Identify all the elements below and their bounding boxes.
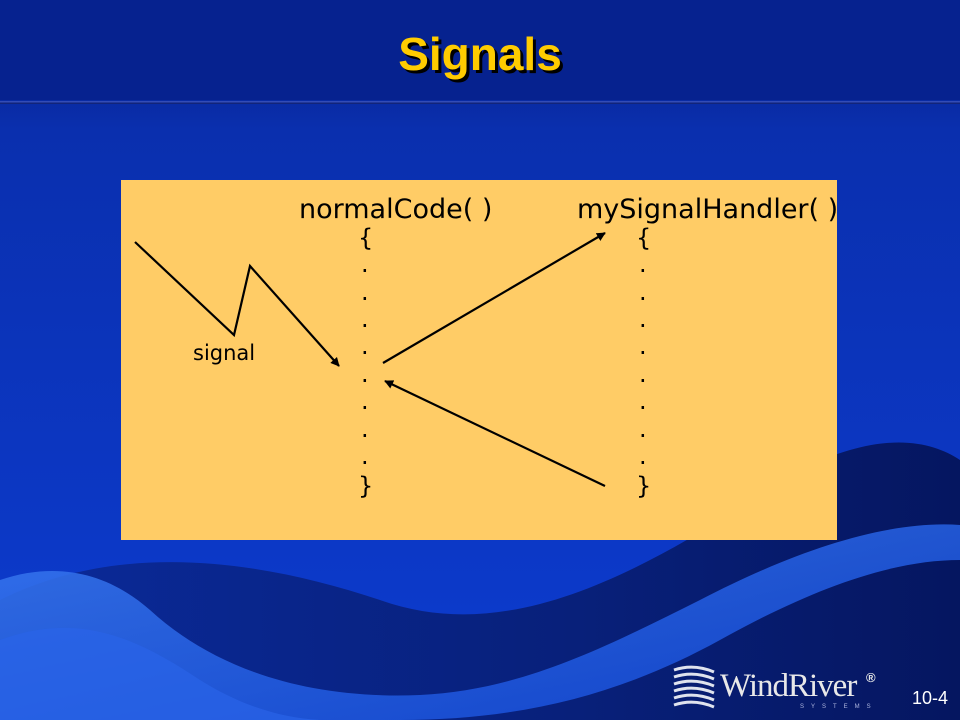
handler-dot: . (639, 415, 647, 443)
normal-code-dot: . (361, 332, 369, 360)
logo-subtitle: SYSTEMS (800, 704, 878, 710)
normal-code-open-brace: { (358, 224, 373, 252)
handler-dot: . (639, 305, 647, 333)
slide-title: Signals (398, 28, 562, 80)
normal-code-body: . . . . . . . . (361, 250, 369, 470)
handler-header: mySignalHandler( ) (577, 194, 837, 225)
normal-code-dot: . (361, 387, 369, 415)
handler-close-brace: } (636, 472, 651, 500)
handler-open-brace: { (636, 224, 651, 252)
page-number: 10-4 (911, 688, 948, 708)
normal-code-dot: . (361, 415, 369, 443)
handler-dot: . (639, 360, 647, 388)
return-to-normal-code-arrow (384, 380, 606, 487)
normal-code-dot: . (361, 250, 369, 278)
handler-dot: . (639, 278, 647, 306)
normal-code-dot: . (361, 278, 369, 306)
signal-flow-diagram: normalCode( ) mySignalHandler( ) { . . .… (134, 194, 838, 500)
handler-dot: . (639, 387, 647, 415)
normal-code-dot: . (361, 442, 369, 470)
windriver-waves-icon (673, 665, 715, 709)
normal-code-dot: . (361, 305, 369, 333)
logo-registered-mark: ® (866, 670, 876, 685)
signal-lightning-arrow (134, 241, 340, 367)
jump-to-handler-arrow (382, 232, 606, 364)
handler-dot: . (639, 250, 647, 278)
handler-body: . . . . . . . . (639, 250, 647, 470)
handler-dot: . (639, 442, 647, 470)
normal-code-close-brace: } (358, 472, 373, 500)
normal-code-dot: . (361, 360, 369, 388)
windriver-logo: WindRiver ® SYSTEMS (670, 664, 890, 714)
diagram-panel: normalCode( ) mySignalHandler( ) { . . .… (121, 180, 838, 540)
title-divider (0, 101, 960, 104)
handler-dot: . (639, 332, 647, 360)
normal-code-header: normalCode( ) (299, 194, 492, 225)
logo-brand: WindRiver (720, 668, 857, 704)
signal-label: signal (193, 341, 255, 365)
